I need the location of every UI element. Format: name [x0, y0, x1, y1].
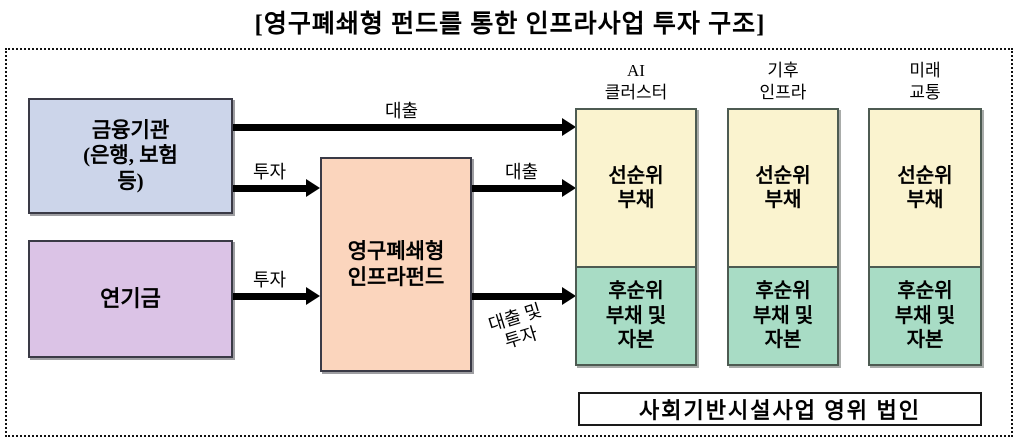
box-perpetual-infrastructure-fund: 영구폐쇄형 인프라펀드	[320, 157, 472, 372]
capital-stack-ai-cluster: 선순위 부채 후순위 부채 및 자본	[575, 108, 697, 366]
tranche-junior-debt-equity-future-mobility: 후순위 부채 및 자본	[870, 266, 980, 364]
arrow-label-loan-top: 대출	[385, 101, 419, 121]
capital-stack-future-mobility: 선순위 부채 후순위 부채 및 자본	[868, 108, 982, 366]
page-title: [영구폐쇄형 펀드를 통한 인프라사업 투자 구조]	[254, 11, 766, 38]
project-header-future-mobility: 미래 교통	[909, 61, 941, 103]
arrow-invest-pension-to-fund	[233, 287, 320, 305]
arrow-label-invest-bank: 투자	[253, 162, 287, 182]
arrow-label-loan-middle: 대출	[505, 162, 539, 182]
box-financial-institution: 금융기관 (은행, 보험 등)	[28, 98, 233, 214]
spc-label-bar: 사회기반시설사업 영위 법인	[578, 392, 982, 426]
diagram-dotted-frame	[5, 48, 1013, 437]
project-header-ai-cluster: AI 클러스터	[604, 61, 668, 103]
tranche-junior-debt-equity-climate-infra: 후순위 부채 및 자본	[729, 266, 837, 364]
arrow-invest-bank-to-fund	[233, 179, 320, 197]
tranche-junior-debt-equity-ai-cluster: 후순위 부채 및 자본	[577, 266, 695, 364]
tranche-senior-debt-ai-cluster: 선순위 부채	[577, 110, 695, 266]
arrow-label-invest-pension: 투자	[253, 270, 287, 290]
arrow-loan-and-invest-fund-to-junior	[472, 287, 576, 305]
arrow-loan-fund-to-senior	[472, 179, 576, 197]
box-pension-fund: 연기금	[28, 240, 233, 358]
tranche-senior-debt-climate-infra: 선순위 부채	[729, 110, 837, 266]
tranche-senior-debt-future-mobility: 선순위 부채	[870, 110, 980, 266]
project-header-climate-infra: 기후 인프라	[759, 61, 807, 103]
capital-stack-climate-infra: 선순위 부채 후순위 부채 및 자본	[727, 108, 839, 366]
arrow-loan-bank-to-project	[233, 118, 576, 136]
